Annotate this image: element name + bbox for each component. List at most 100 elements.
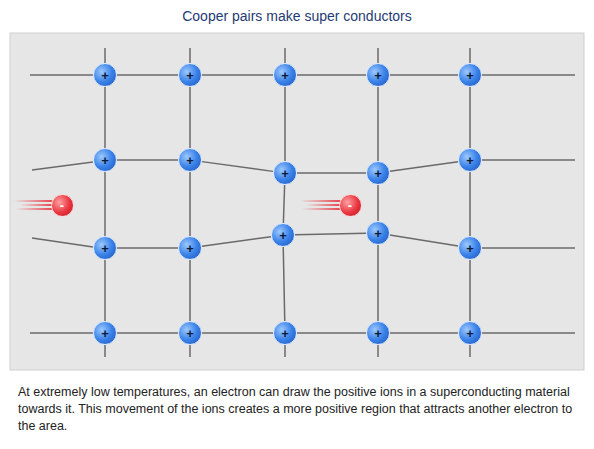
panel-ground bbox=[10, 33, 584, 370]
motion-trail bbox=[14, 200, 52, 202]
charge-sign: + bbox=[101, 69, 109, 82]
charge-sign: + bbox=[466, 327, 474, 340]
charge-sign: + bbox=[186, 69, 194, 82]
lattice-bond bbox=[470, 87, 471, 148]
charge-sign: + bbox=[281, 167, 289, 180]
motion-trail bbox=[302, 208, 340, 210]
charge-sign: + bbox=[281, 327, 289, 340]
lattice-line bbox=[390, 332, 458, 334]
ion-circle: + bbox=[93, 63, 117, 87]
charge-sign: + bbox=[186, 154, 194, 167]
charge-sign: + bbox=[279, 229, 287, 242]
lattice-line bbox=[377, 345, 379, 357]
lattice-bond bbox=[283, 247, 285, 321]
ion-circle: + bbox=[178, 236, 202, 260]
ion-circle: + bbox=[458, 236, 482, 260]
lattice-line bbox=[32, 238, 93, 247]
lattice-line bbox=[104, 260, 106, 321]
lattice-line bbox=[284, 87, 286, 161]
lattice-bond bbox=[378, 87, 379, 161]
lattice-line bbox=[482, 247, 575, 249]
lattice-bond bbox=[390, 75, 458, 76]
ion-circle: + bbox=[93, 236, 117, 260]
lattice-line bbox=[482, 159, 575, 161]
charge-sign: + bbox=[186, 327, 194, 340]
lattice-line bbox=[202, 74, 273, 76]
charge-sign: + bbox=[466, 242, 474, 255]
ion-circle: + bbox=[366, 63, 390, 87]
charge-sign: + bbox=[466, 154, 474, 167]
diagram-title: Cooper pairs make super conductors bbox=[10, 8, 584, 24]
lattice-bond bbox=[285, 87, 286, 161]
diagram-caption: At extremely low temperatures, an electr… bbox=[18, 384, 580, 435]
lattice-bond bbox=[202, 333, 273, 334]
charge-sign: + bbox=[374, 69, 382, 82]
ion-circle: + bbox=[93, 148, 117, 172]
ion-circle: + bbox=[93, 321, 117, 345]
lattice-line bbox=[377, 185, 379, 221]
lattice-line bbox=[284, 345, 286, 357]
lattice-line bbox=[377, 48, 379, 63]
lattice-bond bbox=[297, 333, 366, 334]
lattice-bond bbox=[378, 185, 379, 221]
ion-circle: + bbox=[366, 321, 390, 345]
lattice-line bbox=[202, 332, 273, 334]
charge-sign: + bbox=[374, 327, 382, 340]
motion-trail bbox=[306, 204, 340, 206]
lattice-line bbox=[283, 247, 285, 321]
lattice-line bbox=[30, 74, 93, 76]
charge-sign: + bbox=[374, 167, 382, 180]
lattice-line bbox=[469, 260, 471, 321]
lattice-line bbox=[482, 74, 575, 76]
ion-circle: + bbox=[458, 63, 482, 87]
ion-circle: + bbox=[178, 63, 202, 87]
lattice-bond bbox=[283, 185, 284, 223]
lattice-extensions bbox=[30, 48, 575, 357]
lattice-line bbox=[189, 87, 191, 148]
ion-circle: + bbox=[458, 148, 482, 172]
ion-circle: + bbox=[273, 321, 297, 345]
lattice-line bbox=[295, 233, 366, 234]
lattice-line bbox=[189, 48, 191, 63]
ion-circle: + bbox=[178, 148, 202, 172]
ion-circle: + bbox=[366, 161, 390, 185]
lattice-bond bbox=[190, 172, 191, 236]
lattice-line bbox=[104, 48, 106, 63]
ion-circle: + bbox=[458, 321, 482, 345]
charge-sign: + bbox=[281, 69, 289, 82]
lattice-bond bbox=[105, 87, 106, 148]
lattice-line bbox=[104, 345, 106, 357]
motion-trail bbox=[20, 204, 52, 206]
lattice-bond bbox=[202, 75, 273, 76]
lattice-line bbox=[390, 74, 458, 76]
lattice-line bbox=[469, 87, 471, 148]
charge-sign: - bbox=[348, 199, 352, 212]
ion-circle: + bbox=[273, 161, 297, 185]
lattice-bond bbox=[105, 260, 106, 321]
lattice-line bbox=[284, 48, 286, 63]
lattice-line bbox=[189, 172, 191, 236]
lattice-line bbox=[202, 237, 271, 247]
charge-sign: + bbox=[374, 227, 382, 240]
ion-circle: + bbox=[273, 63, 297, 87]
lattice-line bbox=[297, 332, 366, 334]
lattice-bond bbox=[117, 248, 178, 249]
motion-trail bbox=[300, 200, 340, 202]
lattice-line bbox=[30, 332, 93, 334]
lattice-line bbox=[390, 162, 458, 172]
lattice-line bbox=[377, 245, 379, 321]
ion-circle: + bbox=[271, 223, 295, 247]
lattice-line bbox=[390, 235, 458, 246]
charge-sign: + bbox=[186, 242, 194, 255]
charge-sign: + bbox=[101, 327, 109, 340]
electron-circle: - bbox=[51, 194, 74, 217]
lattice-bond bbox=[390, 235, 458, 246]
lattice-line bbox=[297, 74, 366, 76]
lattice-bond bbox=[117, 160, 178, 161]
lattice-line bbox=[104, 87, 106, 148]
lattice-line bbox=[297, 172, 366, 174]
